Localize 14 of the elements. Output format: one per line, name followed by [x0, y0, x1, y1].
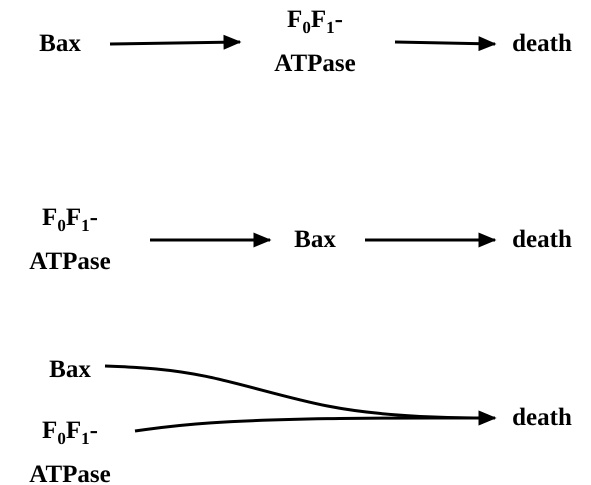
- node-label: F$_{0}$F$_{1}$- ATPase: [273, 5, 357, 79]
- node-label: death: [512, 29, 572, 59]
- node-label: Bax: [39, 29, 81, 59]
- node-label: death: [512, 225, 572, 255]
- node-label: F$_{0}$F$_{1}$- ATPase: [28, 203, 112, 277]
- arrow: [150, 232, 272, 248]
- node-label: Bax: [294, 225, 336, 255]
- node-label: Bax: [49, 355, 91, 385]
- arrow: [394, 36, 496, 52]
- arrow: [365, 232, 496, 248]
- node-label: death: [512, 403, 572, 433]
- node-label: F$_{0}$F$_{1}$- ATPase: [28, 416, 112, 485]
- arrow: [110, 34, 242, 50]
- arrow: [134, 410, 496, 432]
